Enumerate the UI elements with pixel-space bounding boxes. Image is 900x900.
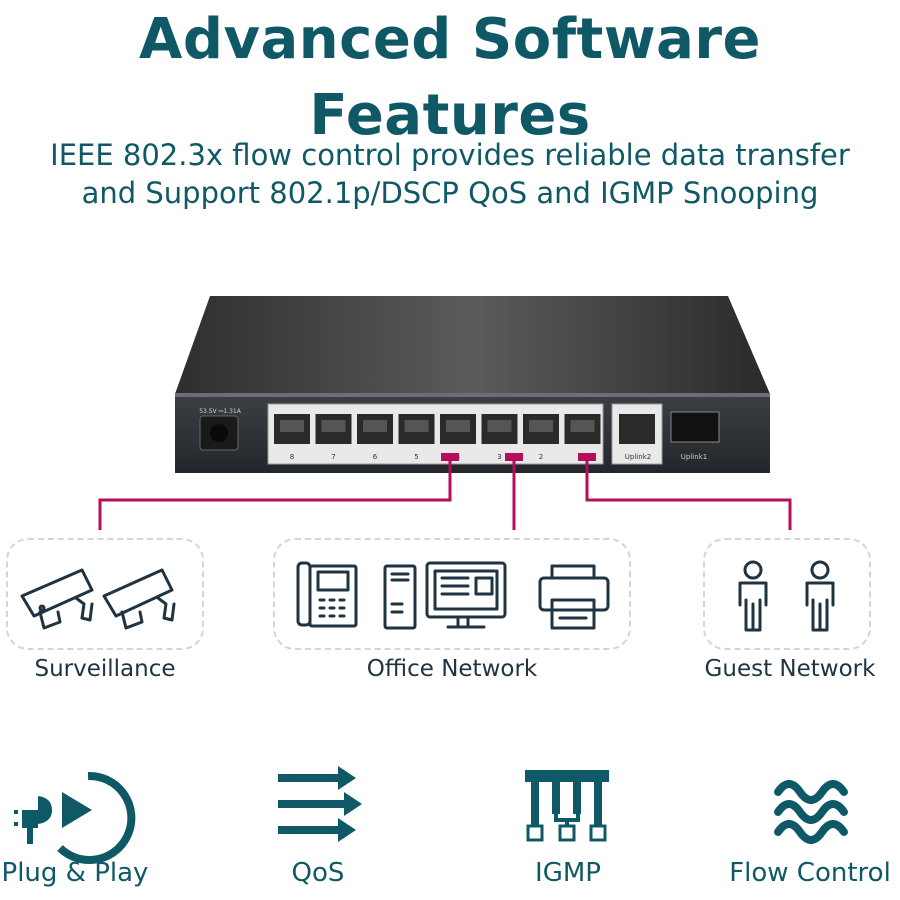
- camera-icon: [20, 568, 94, 630]
- port-marker-3: [505, 453, 523, 461]
- subtitle-line-2: and Support 802.1p/DSCP QoS and IGMP Sno…: [81, 176, 819, 210]
- office-network-panel: [273, 538, 631, 650]
- phone-icon: [296, 561, 358, 628]
- plug-play-icon: [14, 771, 136, 864]
- port-number-label: 3: [497, 453, 501, 461]
- guest-network-panel: [703, 538, 871, 650]
- surveillance-panel: [6, 538, 204, 650]
- port-number-label: 2: [539, 453, 543, 461]
- person-icon: [738, 560, 768, 632]
- monitor-icon: [425, 561, 507, 629]
- qos-arrows-icon: [278, 766, 362, 842]
- uplink2-label: Uplink2: [625, 453, 651, 461]
- computer-tower-icon: [383, 564, 417, 630]
- connection-lines: [98, 458, 792, 530]
- uplink2-port: [619, 414, 655, 444]
- camera-icon: [102, 568, 176, 630]
- port-number-label: 6: [373, 453, 378, 461]
- office-network-label: Office Network: [366, 656, 538, 682]
- port-number-label: 5: [414, 453, 418, 461]
- uplink1-sfp-slot: [670, 411, 720, 443]
- power-label: 53.5V ⎓1.31A: [199, 408, 242, 415]
- printer-icon: [538, 564, 610, 630]
- qos-label: QoS: [291, 858, 345, 888]
- igmp-label: IGMP: [535, 858, 601, 888]
- flow-control-waves-icon: [774, 780, 848, 844]
- guest-network-label: Guest Network: [704, 656, 876, 682]
- surveillance-label: Surveillance: [34, 656, 176, 682]
- igmp-tree-icon: [525, 770, 609, 842]
- subtitle-line-1: IEEE 802.3x flow control provides reliab…: [50, 138, 850, 172]
- port-number-label: 8: [290, 453, 294, 461]
- flow-control-label: Flow Control: [729, 858, 891, 888]
- switch-top: [175, 296, 770, 394]
- uplink1-label: Uplink1: [681, 453, 707, 461]
- port-marker-1: [578, 453, 596, 461]
- plug-play-label: Plug & Play: [1, 858, 149, 888]
- port-number-label: 7: [331, 453, 335, 461]
- page-title: Advanced Software Features: [139, 7, 761, 148]
- person-icon: [805, 560, 835, 632]
- port-marker-4: [441, 453, 459, 461]
